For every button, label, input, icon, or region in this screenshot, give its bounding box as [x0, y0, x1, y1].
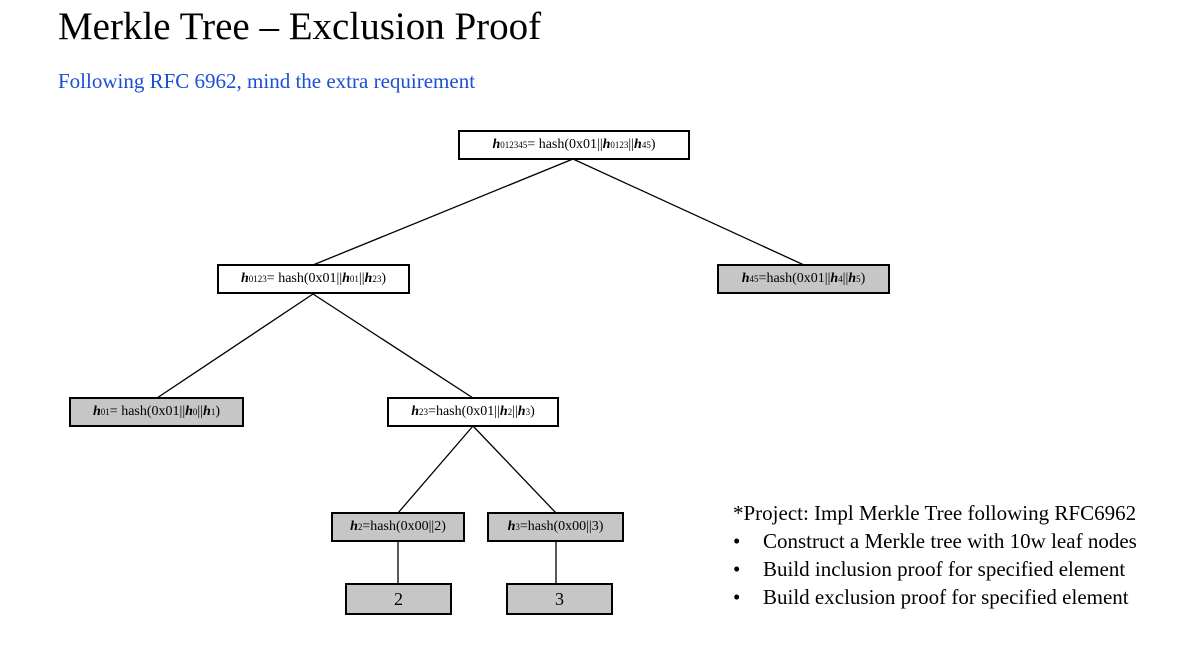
bullet-icon: •	[733, 585, 741, 609]
node-lhs: h	[411, 404, 420, 419]
node-eq: = hash(0x01||	[527, 137, 603, 152]
node-arg-b-sub: 5	[856, 274, 861, 284]
node-eq: =hash(0x01||	[428, 404, 500, 419]
node-arg-b-sub: 1	[210, 407, 216, 417]
edge-h0123-h23	[312, 293, 474, 399]
edge-root-h45	[572, 158, 805, 266]
list-item-text: Build inclusion proof for specified elem…	[763, 557, 1126, 581]
node-arg-b-sub: 23	[372, 274, 382, 284]
node-arg-a-sub: 01	[349, 274, 359, 284]
bullet-icon: •	[733, 557, 741, 581]
node-arg-b-sub: 3	[525, 407, 531, 417]
edge-root-h0123	[312, 158, 574, 266]
node-sep: ||	[628, 137, 635, 152]
list-item: • Construct a Merkle tree with 10w leaf n…	[733, 527, 1137, 555]
bullet-icon: •	[733, 529, 741, 553]
node-lhs-sub: 2	[357, 522, 363, 532]
list-item-text: Construct a Merkle tree with 10w leaf no…	[763, 529, 1137, 553]
notes-list: • Construct a Merkle tree with 10w leaf n…	[733, 527, 1137, 611]
node-arg-b: h	[517, 404, 526, 419]
node-arg-b: h	[634, 137, 642, 152]
node-lhs-sub: 45	[749, 274, 759, 284]
node-lhs-sub: 01	[100, 407, 110, 417]
node-lhs: h	[492, 137, 501, 152]
node-end: )	[215, 404, 220, 419]
list-item: • Build inclusion proof for specified ele…	[733, 555, 1137, 583]
node-arg-a: h	[499, 404, 508, 419]
node-lhs-sub: 012345	[500, 140, 528, 150]
node-lhs: h	[241, 271, 249, 286]
node-lhs: h	[350, 519, 358, 534]
node-sep: ||	[197, 404, 204, 419]
node-arg-a: h	[185, 404, 193, 419]
node-arg-b: h	[364, 271, 373, 286]
leaf-2: 2	[345, 583, 452, 615]
node-eq: = hash(0x01||	[266, 271, 343, 286]
node-eq: =hash(0x00||2)	[362, 519, 446, 534]
node-lhs-sub: 23	[419, 407, 429, 417]
node-arg-a: h	[342, 271, 350, 286]
list-item-text: Build exclusion proof for specified elem…	[763, 585, 1129, 609]
node-arg-b: h	[203, 404, 211, 419]
edge-h23-h2	[397, 425, 474, 514]
node-arg-a-sub: 2	[507, 407, 513, 417]
node-arg-a-sub: 0123	[610, 140, 629, 150]
node-lhs-sub: 3	[515, 522, 520, 532]
edge-h0123-h01	[156, 293, 314, 399]
node-end: )	[381, 271, 386, 286]
node-arg-a-sub: 4	[838, 274, 843, 284]
node-eq: = hash(0x01||	[109, 404, 186, 419]
page-subtitle: Following RFC 6962, mind the extra requi…	[58, 69, 476, 93]
leaf-3: 3	[506, 583, 613, 615]
node-sep: ||	[512, 404, 518, 419]
node-arg-a: h	[830, 271, 839, 286]
page-title: Merkle Tree – Exclusion Proof	[58, 5, 542, 48]
node-lhs: h	[93, 404, 101, 419]
node-lhs: h	[507, 519, 516, 534]
edge-h23-h3	[472, 425, 557, 514]
node-sep: ||	[358, 271, 365, 286]
node-end: )	[860, 271, 866, 286]
list-item: • Build exclusion proof for specified ele…	[733, 583, 1137, 611]
node-arg-b-sub: 45	[641, 140, 651, 150]
node-arg-a: h	[602, 137, 611, 152]
node-sep: ||	[842, 271, 849, 286]
node-lhs-sub: 0123	[248, 274, 267, 284]
node-eq: =hash(0x01||	[758, 271, 831, 286]
node-eq: =hash(0x00||3)	[519, 519, 604, 534]
notes-heading: *Project: Impl Merkle Tree following RFC…	[733, 501, 1137, 525]
node-arg-b: h	[848, 271, 857, 286]
project-notes: *Project: Impl Merkle Tree following RFC…	[733, 499, 1137, 611]
node-end: )	[530, 404, 535, 419]
node-arg-a-sub: 0	[192, 407, 198, 417]
node-lhs: h	[741, 271, 750, 286]
node-end: )	[650, 137, 656, 152]
